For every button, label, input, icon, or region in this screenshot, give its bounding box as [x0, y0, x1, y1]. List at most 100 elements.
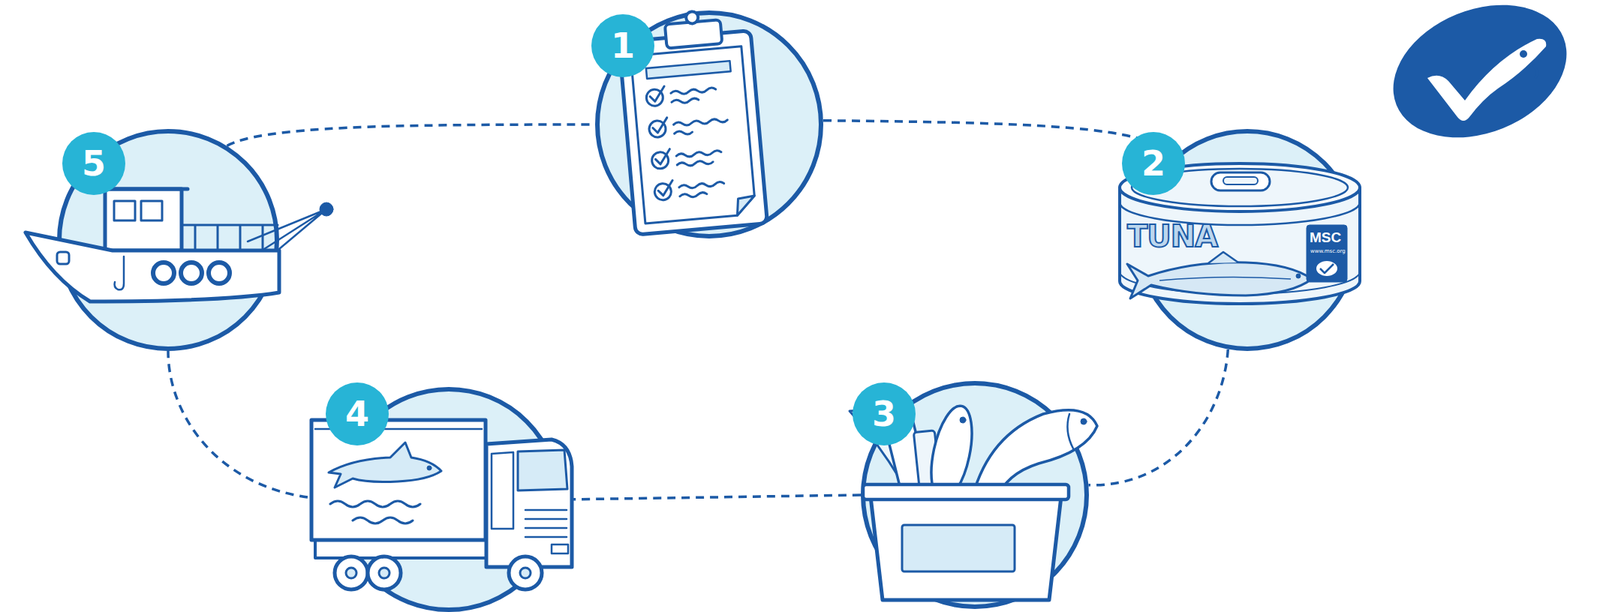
hub	[520, 568, 531, 579]
cabin	[105, 189, 182, 251]
check-items	[670, 87, 716, 96]
stage-circle: 1	[595, 10, 824, 239]
wheel	[508, 556, 542, 590]
crate-label	[902, 525, 1015, 572]
mini-logo-check	[1320, 264, 1334, 274]
callout-number: 1	[591, 14, 655, 78]
deck-rail	[181, 225, 278, 251]
can-lid-inner	[1131, 168, 1348, 207]
chassis	[315, 538, 569, 559]
check-items	[673, 117, 728, 127]
fillet	[913, 430, 942, 500]
clipboard-board	[619, 30, 768, 235]
stage-circle: 3	[860, 381, 1089, 610]
check-items	[679, 181, 725, 190]
headlight	[551, 544, 569, 554]
hook	[114, 256, 125, 290]
clipboard-clip	[664, 19, 723, 49]
trailer	[311, 420, 486, 541]
hub	[345, 568, 357, 579]
clipboard-paper	[630, 46, 756, 224]
logo-oval	[1373, 0, 1587, 163]
hub	[378, 568, 390, 579]
crate-rim	[863, 484, 1069, 500]
check-items	[676, 150, 722, 158]
mini-logo	[1316, 261, 1338, 277]
crate-body	[870, 496, 1062, 601]
stage-circle: 4	[336, 387, 562, 612]
callout-number: 3	[852, 382, 916, 446]
pull-tab	[1211, 172, 1270, 191]
can-ridge	[1119, 271, 1360, 295]
check-items	[648, 120, 667, 139]
rigging	[247, 209, 327, 250]
page-curl	[735, 195, 756, 216]
check-items	[645, 81, 734, 202]
pull-tab-hole	[1223, 177, 1258, 185]
big-fish-gill	[1067, 414, 1074, 449]
callout-number: 2	[1121, 132, 1185, 196]
product-name: TUNA	[1127, 219, 1218, 254]
callout-number: 4	[325, 382, 389, 446]
check-items	[679, 192, 707, 199]
grille	[525, 510, 567, 538]
web-address: www.msc.org	[1310, 248, 1346, 255]
check-items	[653, 183, 672, 202]
logo-mouth	[1532, 64, 1537, 79]
check-items	[673, 129, 692, 136]
check-items	[657, 180, 674, 197]
header-bar	[646, 60, 731, 79]
truck-illustration	[311, 420, 572, 590]
clip-ring	[685, 11, 699, 25]
stage-circle: 5	[57, 129, 280, 352]
rigging-float	[319, 202, 334, 217]
dashed-connector	[561, 495, 861, 500]
msc-label-box	[1306, 225, 1348, 283]
dashed-connector	[1088, 349, 1228, 486]
fish-tail	[849, 403, 912, 481]
tuna-can-illustration	[1119, 163, 1360, 304]
check-items	[651, 151, 670, 170]
circle-shape	[59, 131, 277, 349]
fish-fin	[1208, 252, 1239, 264]
fish-line	[1159, 276, 1291, 281]
trailer-roof	[315, 428, 482, 431]
check-items	[671, 98, 699, 105]
dashed-connector	[226, 124, 596, 146]
check-items	[645, 88, 664, 107]
shark	[328, 442, 442, 488]
shark-eye	[427, 466, 432, 471]
wheel	[367, 556, 401, 590]
windshield	[517, 450, 568, 491]
wheel	[334, 556, 368, 590]
porthole	[57, 252, 70, 265]
can-lid	[1119, 163, 1360, 212]
logo-check	[1427, 39, 1546, 121]
check-items	[654, 149, 671, 166]
cabin-window	[114, 201, 136, 221]
clipboard-illustration	[616, 6, 768, 235]
wave	[330, 501, 421, 508]
check-items	[649, 86, 666, 103]
tyre	[208, 262, 230, 284]
check-items	[652, 117, 669, 134]
logo-eye	[1519, 50, 1528, 58]
can-body	[1119, 187, 1360, 304]
msc-logo	[1373, 0, 1587, 163]
hull	[25, 232, 280, 302]
tuna-fish	[1127, 262, 1312, 299]
eco-label-text: MSC	[1309, 229, 1342, 247]
cab-door	[491, 452, 514, 530]
fish-eye	[1296, 273, 1301, 279]
cutting-board	[883, 414, 931, 502]
fish-eye	[1080, 418, 1087, 425]
boat-illustration	[25, 189, 334, 302]
tyre	[153, 262, 175, 284]
dashed-connector	[168, 351, 337, 500]
fish-eye	[959, 417, 966, 424]
crate-illustration	[849, 402, 1098, 601]
truck-cab	[486, 439, 572, 568]
standing-fish	[923, 402, 980, 504]
callout-number: 5	[62, 132, 126, 196]
